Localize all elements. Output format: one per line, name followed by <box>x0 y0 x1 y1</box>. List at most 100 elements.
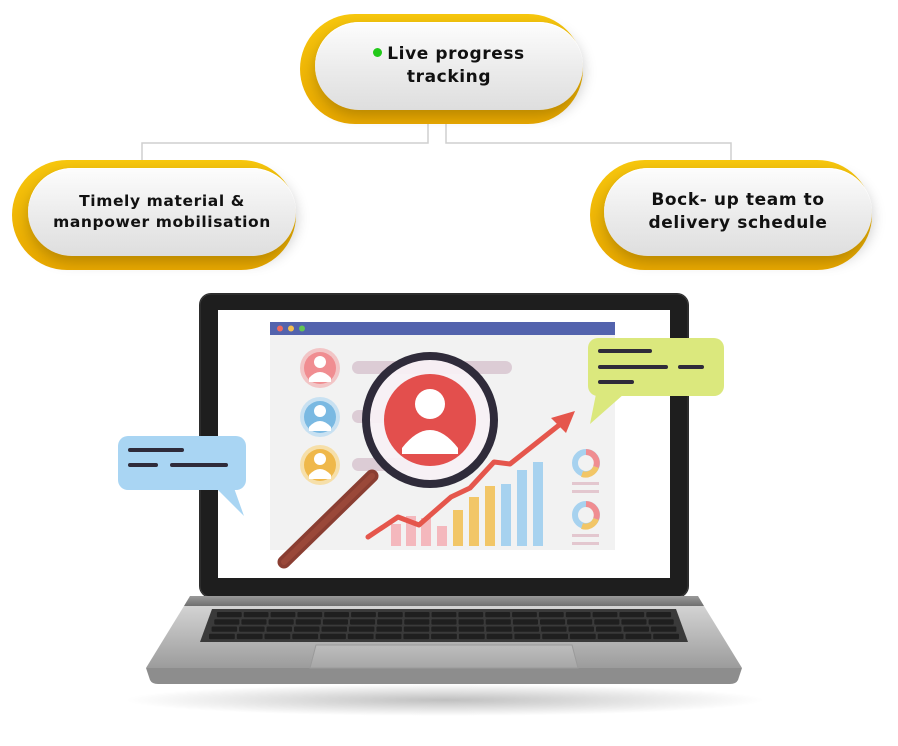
keyboard-key <box>538 612 564 618</box>
keyboard-key <box>648 619 674 625</box>
keyboard-key <box>321 626 347 632</box>
chat-bubble-icon <box>118 436 246 516</box>
keyboard-key <box>375 633 402 640</box>
keyboard-key <box>211 626 238 632</box>
node-label-line2: tracking <box>406 67 492 87</box>
keyboard-key <box>625 633 652 640</box>
keyboard-key <box>621 619 647 625</box>
keyboard-key <box>209 633 235 640</box>
node-pill: Bock- up team to delivery schedule <box>604 168 872 256</box>
keyboard-key <box>592 612 618 618</box>
node-label-line1: Live progress <box>387 44 525 64</box>
avatar-icon <box>300 445 340 485</box>
donut-chart-icon <box>572 501 600 545</box>
keyboard-key <box>376 626 402 632</box>
bar-chart-graphic <box>391 462 543 546</box>
keyboard-key <box>569 633 596 640</box>
window-close-dot-icon <box>277 325 283 332</box>
keyboard-key <box>377 612 403 618</box>
live-status-dot-icon <box>373 47 383 57</box>
keyboard-key <box>214 619 240 625</box>
keyboard-key <box>458 626 485 632</box>
keyboard-key <box>294 626 320 632</box>
node-pill: Timely material & manpower mobilisation <box>28 168 296 256</box>
keyboard-key <box>268 619 294 625</box>
browser-titlebar <box>270 322 615 335</box>
node-pill: Live progress tracking <box>315 22 583 110</box>
keyboard-key <box>216 612 242 618</box>
keyboard-key <box>322 619 348 625</box>
avatar-icon <box>300 397 340 437</box>
keyboard-key <box>348 626 375 632</box>
keyboard-key <box>297 612 323 618</box>
keyboard-key <box>565 612 591 618</box>
laptop-trackpad <box>309 644 579 669</box>
keyboard-key <box>486 633 513 640</box>
keyboard-key <box>458 612 484 618</box>
magnifier-icon <box>277 352 498 569</box>
keyboard-key <box>264 633 291 640</box>
keyboard-key <box>239 626 265 632</box>
keyboard-key <box>431 633 457 640</box>
keyboard-key <box>236 633 263 640</box>
keyboard-key <box>295 619 321 625</box>
keyboard-key <box>514 633 541 640</box>
keyboard-key <box>320 633 346 640</box>
keyboard-key <box>431 619 457 625</box>
keyboard-key <box>431 626 457 632</box>
keyboard-key <box>650 626 677 632</box>
donut-chart-icon <box>572 449 600 493</box>
keyboard-key <box>243 612 269 618</box>
chat-bubble-icon <box>588 338 724 424</box>
keyboard-key <box>266 626 292 632</box>
node-label-line1: Timely material & <box>79 192 245 210</box>
keyboard-key <box>485 619 511 625</box>
laptop-shadow <box>125 684 765 716</box>
node-live-progress-tracking: Live progress tracking <box>300 14 583 124</box>
keyboard-key <box>541 626 567 632</box>
node-timely-material-mobilisation: Timely material & manpower mobilisation <box>12 160 296 270</box>
keyboard-key <box>512 612 537 618</box>
keyboard-key <box>431 612 457 618</box>
keyboard-key <box>513 626 540 632</box>
keyboard-key <box>540 619 566 625</box>
keyboard-key <box>324 612 349 618</box>
laptop-hinge <box>184 596 704 606</box>
keyboard-key <box>486 626 512 632</box>
keyboard-key <box>596 626 622 632</box>
window-minimize-dot-icon <box>288 325 294 332</box>
node-label-line1: Bock- up team to <box>651 190 825 210</box>
keyboard-key <box>403 626 430 632</box>
keyboard-key <box>512 619 538 625</box>
keyboard-key <box>619 612 645 618</box>
keyboard-key <box>351 612 376 618</box>
keyboard-key <box>623 626 649 632</box>
node-label-line2: delivery schedule <box>648 213 828 233</box>
keyboard-key <box>403 633 430 640</box>
keyboard-key <box>458 633 485 640</box>
node-label-line2: manpower mobilisation <box>53 213 271 231</box>
keyboard-key <box>485 612 511 618</box>
keyboard-key <box>542 633 568 640</box>
keyboard-key <box>594 619 620 625</box>
keyboard-key <box>404 619 430 625</box>
keyboard-key <box>350 619 376 625</box>
keyboard-key <box>404 612 430 618</box>
trend-arrow-icon <box>365 411 575 540</box>
node-backup-team-delivery: Bock- up team to delivery schedule <box>590 160 872 270</box>
keyboard-key <box>567 619 593 625</box>
laptop-keyboard <box>200 609 688 642</box>
avatar-icon <box>300 348 340 388</box>
keyboard-key <box>270 612 296 618</box>
keyboard-key <box>597 633 624 640</box>
keyboard-key <box>241 619 267 625</box>
keyboard-key <box>653 633 679 640</box>
window-maximize-dot-icon <box>299 325 305 332</box>
keyboard-key <box>292 633 319 640</box>
keyboard-key <box>458 619 484 625</box>
keyboard-key <box>377 619 403 625</box>
keyboard-key <box>347 633 374 640</box>
keyboard-key <box>646 612 672 618</box>
